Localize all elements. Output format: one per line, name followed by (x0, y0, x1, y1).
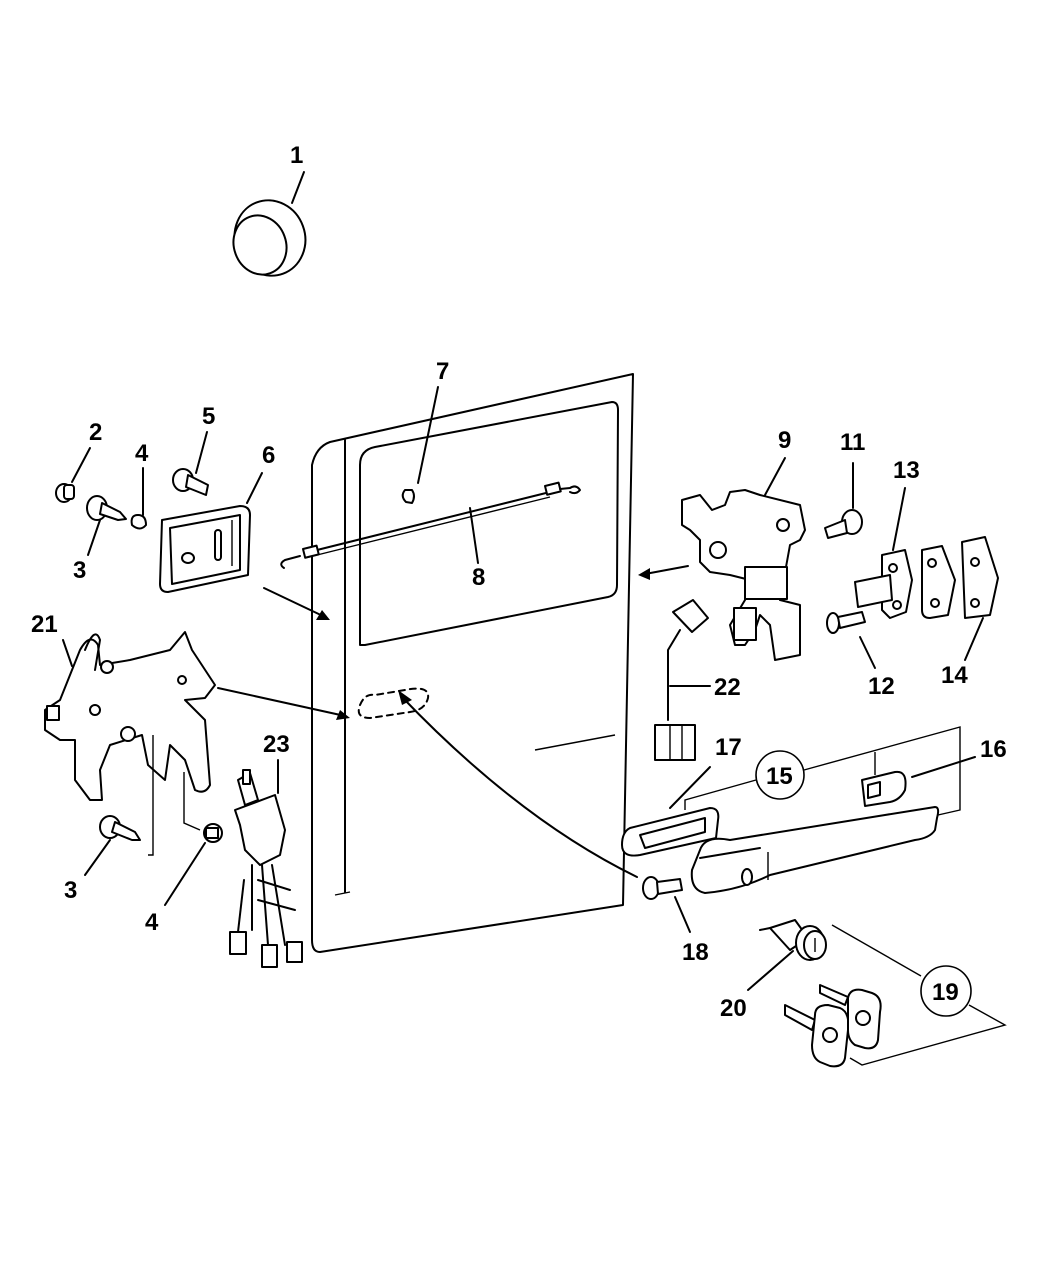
callout-22: 22 (714, 674, 741, 701)
callout-19: 19 (932, 979, 959, 1006)
callout-16: 16 (980, 736, 1007, 763)
callout-12: 12 (868, 673, 895, 700)
nut-clip-part-4-lower (203, 823, 223, 843)
callout-19-circle (920, 965, 972, 1017)
screw-part-12 (826, 611, 866, 634)
callout-9: 9 (778, 427, 791, 454)
leader-15-to-handle (803, 726, 961, 816)
leader-12 (859, 636, 876, 669)
gasket-part-16 (861, 770, 907, 807)
shim-part-14 (921, 536, 999, 619)
arrow-9-to-door (644, 565, 689, 575)
leader-19-to-keys (849, 1004, 1007, 1066)
callout-2: 2 (89, 419, 102, 446)
leader-6 (246, 472, 263, 504)
callout-3a: 3 (73, 557, 86, 584)
callout-3b: 3 (64, 877, 77, 904)
callout-20: 20 (720, 995, 747, 1022)
leader-14 (964, 617, 984, 661)
leader-17 (669, 766, 711, 809)
plug-part-1 (232, 199, 307, 277)
screw-part-3 (86, 495, 127, 521)
leader-2 (71, 447, 91, 483)
callout-17: 17 (715, 734, 742, 761)
arrow-handle-to-door (401, 696, 638, 878)
leader-1 (291, 171, 305, 204)
screw-part-18 (642, 876, 683, 900)
arrow-6-to-door (263, 587, 326, 618)
leader-7 (417, 386, 439, 484)
callout-13: 13 (893, 457, 920, 484)
leader-3b (84, 839, 111, 876)
leader-3a (87, 519, 101, 556)
callout-21: 21 (31, 611, 58, 638)
callout-7: 7 (436, 358, 449, 385)
callout-1: 1 (290, 142, 303, 169)
control-cable-part-8 (280, 481, 581, 569)
callout-15: 15 (766, 763, 793, 790)
callout-11: 11 (840, 429, 865, 456)
arrow-21-to-door (217, 687, 346, 717)
callout-6: 6 (262, 442, 275, 469)
rear-latch-part-9 (681, 489, 806, 661)
lock-cylinder-part-20 (759, 919, 827, 961)
lock-actuator-part-23 (229, 769, 303, 968)
outside-handle (690, 806, 940, 894)
leader-5 (195, 431, 208, 474)
leader-18 (674, 896, 691, 933)
bezel-gasket-part-17 (621, 807, 720, 857)
callout-4b: 4 (145, 909, 159, 936)
front-latch-part-21 (44, 631, 216, 801)
door-panel (311, 373, 634, 953)
leader-4b (164, 842, 206, 906)
callout-18: 18 (682, 939, 709, 966)
inside-handle-part-6 (159, 505, 251, 593)
leader-16 (911, 756, 976, 778)
leader-13 (892, 487, 906, 551)
screw-part-11 (824, 509, 863, 539)
bolt-part-5 (172, 468, 209, 496)
leader-19-to-20 (831, 924, 922, 977)
push-nut-part-2 (55, 483, 75, 503)
leader-20 (747, 950, 794, 991)
nut-clip-part-4 (130, 514, 147, 530)
callout-4a: 4 (135, 440, 149, 467)
clip-part-7 (401, 489, 415, 504)
callout-5: 5 (202, 403, 215, 430)
striker-part-13 (854, 549, 913, 619)
screw-part-3-lower (99, 815, 141, 841)
leader-21 (62, 639, 73, 667)
callout-23: 23 (263, 731, 290, 758)
leader-8 (469, 507, 479, 564)
leader-9 (764, 457, 786, 496)
leader-15-to-17 (684, 779, 757, 810)
callout-15-circle (755, 750, 805, 800)
wiring-switch-part-22 (654, 599, 709, 761)
callout-8: 8 (472, 564, 485, 591)
keys-part-19 (784, 984, 882, 1068)
callout-14: 14 (941, 662, 968, 689)
